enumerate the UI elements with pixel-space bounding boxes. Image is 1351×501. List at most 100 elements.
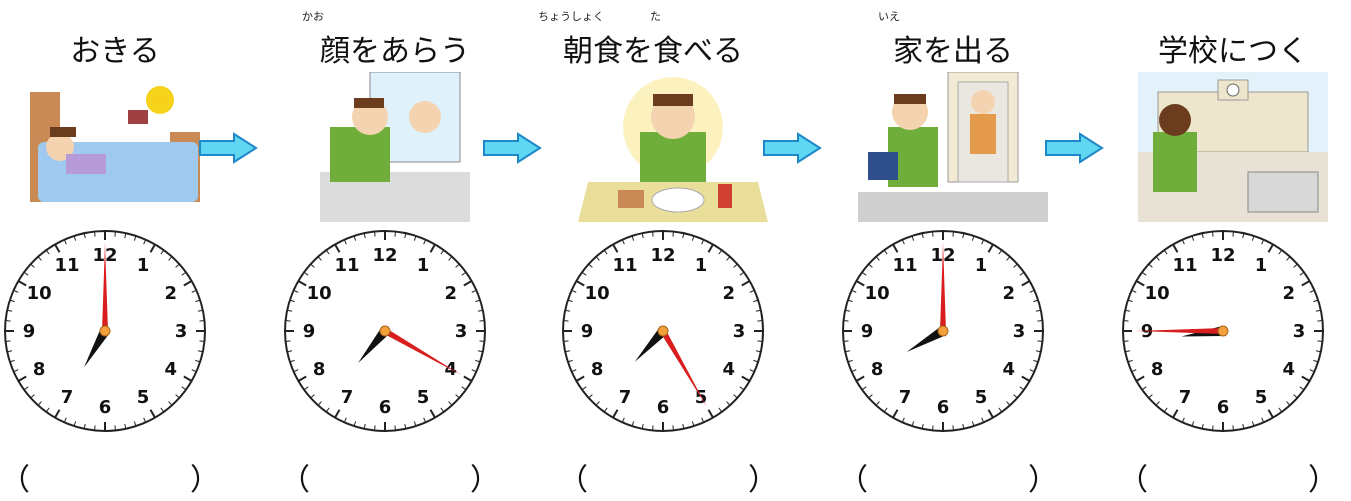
clock-tick bbox=[595, 401, 600, 406]
clock-number: 7 bbox=[619, 387, 632, 408]
clock-number: 7 bbox=[61, 387, 74, 408]
clock-tick bbox=[455, 394, 460, 399]
clock-tick bbox=[845, 350, 851, 353]
clock-tick bbox=[1278, 407, 1283, 413]
clock-tick bbox=[404, 233, 407, 239]
clock-number: 5 bbox=[975, 387, 988, 408]
answer-field[interactable]: （ ） bbox=[838, 455, 1068, 498]
clock-number: 1 bbox=[1255, 255, 1268, 276]
clock-tick bbox=[133, 421, 137, 427]
clock-number: 3 bbox=[733, 321, 746, 342]
clock-tick bbox=[45, 249, 50, 255]
clock-tick bbox=[1315, 309, 1321, 312]
answer-field[interactable]: （ ） bbox=[0, 455, 230, 498]
clock-tick bbox=[1035, 350, 1041, 353]
clock-tick bbox=[1013, 263, 1018, 268]
clock-tick bbox=[183, 375, 193, 382]
clock-number: 10 bbox=[307, 283, 332, 304]
clock-tick bbox=[1301, 280, 1311, 287]
clock-tick bbox=[1029, 369, 1035, 373]
clock-tick bbox=[1313, 359, 1319, 363]
clock-tick bbox=[477, 309, 483, 312]
clock-tick bbox=[726, 401, 731, 406]
clock-tick bbox=[563, 340, 569, 342]
clock-tick bbox=[1141, 386, 1147, 391]
clock-tick bbox=[1131, 369, 1137, 373]
clock-tick bbox=[932, 425, 934, 431]
clock-tick bbox=[293, 289, 299, 293]
clock-tick bbox=[588, 263, 593, 268]
clock-tick bbox=[1261, 417, 1265, 423]
clock-tick bbox=[1191, 421, 1195, 427]
clock-tick bbox=[423, 417, 427, 423]
clock-tick bbox=[672, 425, 674, 431]
clock-tick bbox=[285, 320, 291, 322]
clock-number: 9 bbox=[861, 321, 874, 342]
clock-tick bbox=[565, 309, 571, 312]
step-title: 学校につく bbox=[1158, 34, 1308, 69]
clock-tick bbox=[1267, 243, 1274, 253]
clock-tick bbox=[114, 425, 116, 431]
clock-tick bbox=[861, 386, 867, 391]
clock-tick bbox=[310, 263, 315, 268]
clock-tick bbox=[73, 421, 77, 427]
clock-tick bbox=[733, 394, 738, 399]
clock-tick bbox=[353, 235, 357, 241]
arrow-right-icon bbox=[199, 132, 258, 164]
answer-field[interactable]: （ ） bbox=[558, 455, 788, 498]
clock-tick bbox=[463, 280, 473, 287]
clock-tick bbox=[54, 243, 61, 253]
clock-tick bbox=[94, 425, 96, 431]
clock-tick bbox=[1201, 233, 1204, 239]
clock-tick bbox=[1125, 309, 1131, 312]
clock-tick bbox=[691, 421, 695, 427]
open-paren: （ bbox=[838, 463, 868, 498]
clock-tick bbox=[429, 409, 436, 419]
clock-tick bbox=[133, 235, 137, 241]
clock-number: 3 bbox=[1013, 321, 1026, 342]
clock-tick bbox=[17, 375, 27, 382]
clock-tick bbox=[317, 401, 322, 406]
clock-tick bbox=[343, 239, 347, 245]
clock-tick bbox=[30, 263, 35, 268]
clock-tick bbox=[7, 309, 13, 312]
minute-hand bbox=[102, 243, 108, 331]
clock-tick bbox=[612, 409, 619, 419]
clock-tick bbox=[143, 239, 147, 245]
clock-tick bbox=[334, 409, 341, 419]
clock-tick bbox=[334, 243, 341, 253]
clock-tick bbox=[1155, 401, 1160, 406]
clock-tick bbox=[23, 386, 29, 391]
clock-tick bbox=[37, 401, 42, 406]
clock-tick bbox=[394, 231, 396, 237]
clock-tick bbox=[733, 263, 738, 268]
clock-tick bbox=[363, 423, 366, 429]
clock-tick bbox=[1317, 340, 1323, 342]
clock-tick bbox=[998, 249, 1003, 255]
clock-tick bbox=[353, 421, 357, 427]
clock-tick bbox=[921, 423, 924, 429]
ruby-ie: いえ bbox=[878, 10, 900, 23]
step-title: おきる bbox=[70, 34, 160, 69]
clock-tick bbox=[1299, 386, 1305, 391]
clock-number: 8 bbox=[591, 359, 604, 380]
minute-hand bbox=[383, 328, 462, 375]
clock-number: 7 bbox=[899, 387, 912, 408]
clock-tick bbox=[571, 369, 577, 373]
clock-tick bbox=[37, 256, 42, 261]
answer-field[interactable]: （ ） bbox=[1118, 455, 1348, 498]
clock-tick bbox=[303, 386, 309, 391]
answer-field[interactable]: （ ） bbox=[280, 455, 510, 498]
clock-tick bbox=[83, 233, 86, 239]
clock-tick bbox=[851, 289, 857, 293]
open-paren: （ bbox=[280, 463, 310, 498]
clock-tick bbox=[845, 309, 851, 312]
clock-tick bbox=[94, 231, 96, 237]
clock-tick bbox=[755, 350, 761, 353]
ruby-choushoku: ちょうしょく bbox=[538, 10, 604, 23]
clock-tick bbox=[1123, 340, 1129, 342]
clock-number: 10 bbox=[585, 283, 610, 304]
clock-tick bbox=[1163, 249, 1168, 255]
